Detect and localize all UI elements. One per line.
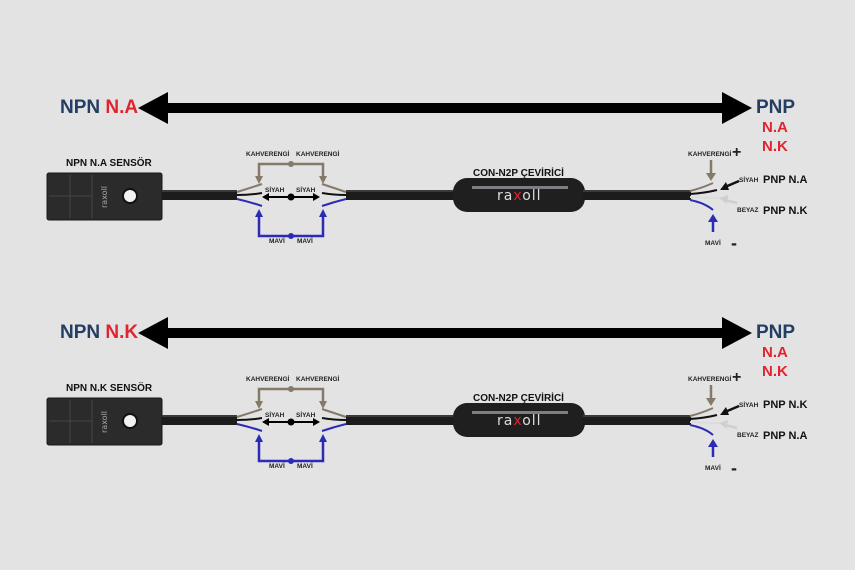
plus-sign-icon: +: [732, 369, 742, 386]
pnp-block: PNP N.A N.K: [756, 98, 795, 156]
pnp-block: PNP N.A N.K: [756, 323, 795, 381]
npn-title: NPN N.K: [60, 322, 138, 344]
pnp-main-label: PNP: [756, 322, 796, 343]
output-black-function: PNP N.A: [763, 174, 808, 186]
junction-brown-left-label: KAHVERENGİ: [246, 376, 290, 383]
sensor-body: raxoll: [46, 397, 163, 446]
junction-black-right-label: SİYAH: [296, 187, 316, 194]
output-black-label: SİYAH: [739, 402, 759, 409]
double-arrow-icon: [138, 92, 752, 124]
npn-title-suffix: N.A: [105, 97, 139, 118]
pnp-main-label: PNP: [756, 97, 796, 118]
output-white-function: PNP N.A: [763, 430, 808, 442]
pnp-sub-label-nk: N.K: [762, 138, 788, 155]
pnp-sub-label-nk: N.K: [762, 363, 788, 380]
plus-sign-icon: +: [732, 144, 742, 161]
junction-blue-right-label: MAVİ: [297, 463, 313, 470]
converter-label: CON-N2P ÇEVİRİCİ: [473, 393, 564, 404]
junction-brown-left-label: KAHVERENGİ: [246, 151, 290, 158]
pnp-sub-label-na: N.A: [762, 119, 788, 136]
converter-body: [453, 403, 585, 437]
converter-label: CON-N2P ÇEVİRİCİ: [473, 168, 564, 179]
output-black-label: SİYAH: [739, 177, 759, 184]
diagram-panel-npn-na: raxoll: [0, 80, 855, 310]
converter-brand-logo: raxoll: [497, 188, 542, 204]
svg-text:raxoll: raxoll: [100, 186, 109, 208]
npn-title-suffix: N.K: [105, 322, 139, 343]
minus-sign-icon: -: [731, 233, 737, 253]
sensor-label: NPN N.A SENSÖR: [66, 158, 152, 169]
pnp-sub-label-na: N.A: [762, 344, 788, 361]
output-white-label: BEYAZ: [737, 207, 759, 214]
output-blue-label: MAVİ: [705, 465, 721, 472]
junction-blue-left-label: MAVİ: [269, 238, 285, 245]
junction-blue-left-label: MAVİ: [269, 463, 285, 470]
output-blue-label: MAVİ: [705, 240, 721, 247]
output-white-function: PNP N.K: [763, 205, 808, 217]
npn-title-prefix: NPN: [60, 97, 101, 118]
wiring-graphic: raxoll: [46, 92, 752, 239]
converter-brand-logo: raxoll: [497, 413, 542, 429]
junction-black-left-label: SİYAH: [265, 187, 285, 194]
output-brown-label: KAHVERENGİ: [688, 151, 732, 158]
minus-sign-icon: -: [731, 458, 737, 478]
wiring-graphic: raxoll: [46, 317, 752, 464]
double-arrow-icon: [138, 317, 752, 349]
svg-text:raxoll: raxoll: [100, 411, 109, 433]
converter-body: [453, 178, 585, 212]
npn-title: NPN N.A: [60, 97, 138, 119]
diagram-panel-npn-nk: raxoll: [0, 305, 855, 535]
junction-black-left-label: SİYAH: [265, 412, 285, 419]
sensor-label: NPN N.K SENSÖR: [66, 383, 153, 394]
output-white-label: BEYAZ: [737, 432, 759, 439]
npn-title-prefix: NPN: [60, 322, 101, 343]
junction-brown-right-label: KAHVERENGİ: [296, 151, 340, 158]
output-black-function: PNP N.K: [763, 399, 808, 411]
junction-black-right-label: SİYAH: [296, 412, 316, 419]
output-brown-label: KAHVERENGİ: [688, 376, 732, 383]
sensor-body: raxoll: [46, 172, 163, 221]
junction-brown-right-label: KAHVERENGİ: [296, 376, 340, 383]
junction-blue-right-label: MAVİ: [297, 238, 313, 245]
